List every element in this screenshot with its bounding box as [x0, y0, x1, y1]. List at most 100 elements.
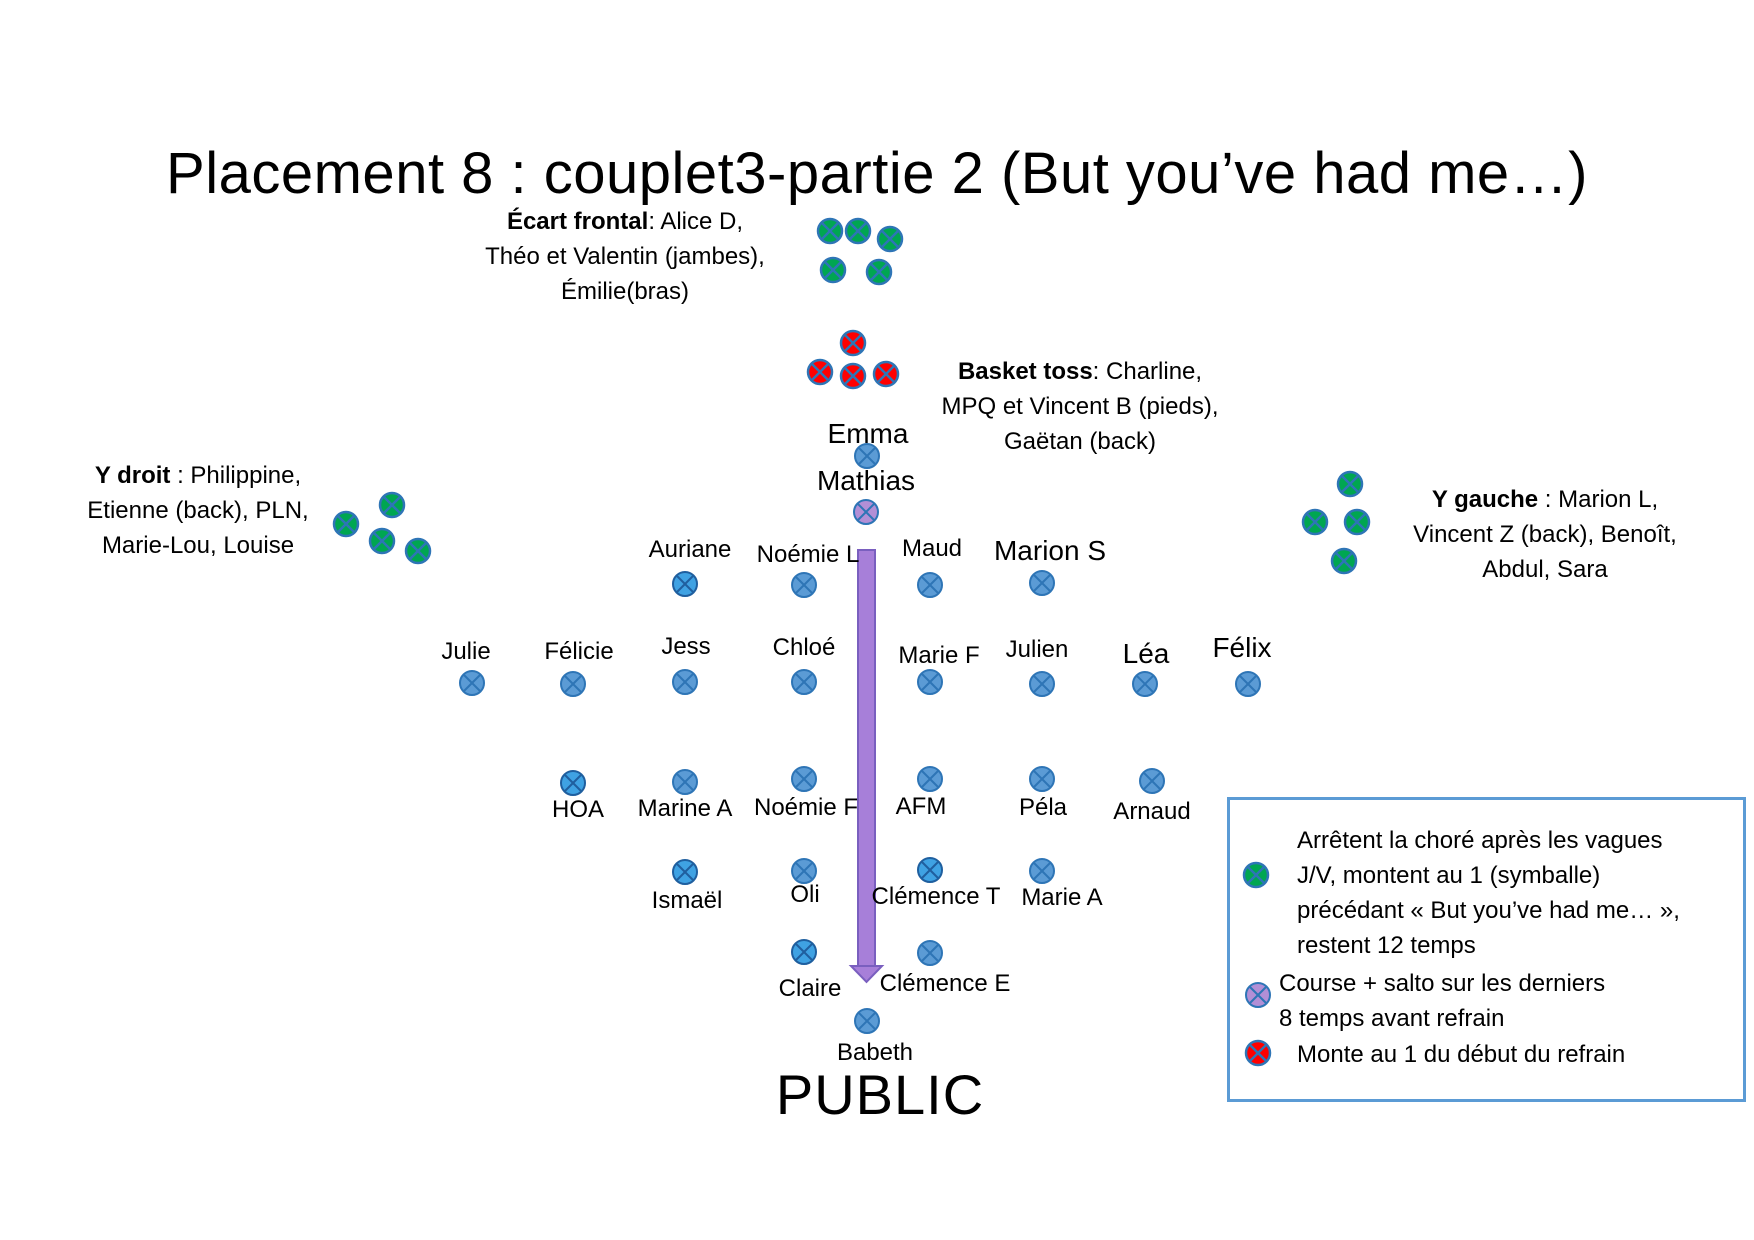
y-droit-line3: Marie-Lou, Louise [101, 532, 295, 559]
dancer-name: Marie A [1021, 884, 1103, 911]
dancer-name: Julie [441, 638, 491, 665]
green-x-circle-icon [844, 217, 872, 245]
dancer-name: Oli [790, 881, 820, 908]
blue-x-circle-icon [1029, 766, 1055, 792]
y-droit-line2: Etienne (back), PLN, [87, 497, 309, 524]
purple-x-circle-icon [853, 499, 879, 525]
green-x-circle-icon [1343, 508, 1371, 536]
green-x-circle-icon [1242, 861, 1270, 889]
y-gauche-caption: Y gauche : Marion L, Vincent Z (back), B… [1385, 482, 1705, 587]
dancer-name: Marie F [898, 642, 980, 669]
legend-purple-line: 8 temps avant refrain [1279, 1005, 1505, 1032]
dancer-name: HOA [551, 796, 605, 823]
dancer-name: Noémie F [753, 794, 859, 821]
blue-x-circle-icon [854, 1008, 880, 1034]
legend-red-text: Monte au 1 du début du refrain [1297, 1041, 1626, 1068]
red-x-circle-icon [806, 358, 834, 386]
basket-toss-caption: Basket toss: Charline, MPQ et Vincent B … [900, 354, 1260, 459]
ecart-frontal-caption: Écart frontal: Alice D, Théo et Valentin… [440, 204, 810, 309]
green-x-circle-icon [368, 527, 396, 555]
dancer-name: Clémence T [871, 883, 1001, 910]
blue-x-circle-icon [1029, 671, 1055, 697]
ecart-frontal-line3: Émilie(bras) [560, 278, 689, 305]
dancer-name: Emma [827, 418, 909, 449]
dancer-name: Jess [661, 633, 711, 660]
ecart-frontal-line2: Théo et Valentin (jambes), [485, 243, 765, 270]
y-droit-line1: : Philippine, [170, 462, 302, 489]
green-x-circle-icon [1301, 508, 1329, 536]
blue-x-circle-icon [917, 669, 943, 695]
green-x-circle-icon [819, 256, 847, 284]
blue-x-circle-icon [1029, 858, 1055, 884]
legend-purple-line: Course + salto sur les derniers [1279, 970, 1606, 997]
blue-x-circle-icon [672, 769, 698, 795]
dancer-name: AFM [895, 793, 947, 820]
dancer-name: Claire [778, 975, 842, 1002]
dancer-name: Péla [1018, 794, 1068, 821]
legend-green-line: précédant « But you’ve had me… », [1297, 897, 1680, 924]
blue-x-circle-icon [917, 572, 943, 598]
legend-green-text: Arrêtent la choré après les vagues J/V, … [1297, 823, 1680, 963]
blue-x-circle-icon [791, 858, 817, 884]
audience-label: PUBLIC [775, 1063, 985, 1126]
dancer-name: Félix [1212, 632, 1272, 663]
dancer-name: Babeth [836, 1039, 914, 1066]
dancer-name: Chloé [772, 634, 836, 661]
ecart-frontal-heading: Écart frontal [506, 208, 649, 235]
legend-green-line: restent 12 temps [1297, 932, 1476, 959]
blue-x-circle-icon [791, 572, 817, 598]
y-gauche-line3: Abdul, Sara [1482, 556, 1608, 583]
blue-x-circle-icon [1029, 570, 1055, 596]
green-x-circle-icon [876, 225, 904, 253]
green-x-circle-icon [378, 491, 406, 519]
ecart-frontal-group [816, 217, 904, 286]
y-gauche-line1: : Marion L, [1538, 486, 1659, 513]
dancer-name: Julien [1005, 636, 1069, 663]
blue-x-circle-icon [917, 857, 943, 883]
dancer-name: Clémence E [879, 970, 1011, 997]
green-x-circle-icon [865, 258, 893, 286]
y-droit-group [332, 491, 432, 565]
blue-x-circle-icon [1132, 671, 1158, 697]
blue-x-circle-icon [459, 670, 485, 696]
dancer-name: Félicie [544, 638, 614, 665]
dancer-name: Arnaud [1113, 798, 1191, 825]
blue-x-circle-icon [1235, 671, 1261, 697]
red-x-circle-icon [839, 329, 867, 357]
basket-toss-line3: Gaëtan (back) [1003, 428, 1157, 455]
red-x-circle-icon [872, 360, 900, 388]
y-droit-heading: Y droit [94, 462, 171, 489]
red-x-circle-icon [1244, 1039, 1272, 1067]
blue-x-circle-icon [791, 939, 817, 965]
green-x-circle-icon [816, 217, 844, 245]
red-x-circle-icon [839, 362, 867, 390]
dancer-name: Marion S [993, 535, 1107, 566]
y-gauche-line2: Vincent Z (back), Benoît, [1413, 521, 1677, 548]
blue-x-circle-icon [672, 859, 698, 885]
blue-x-circle-icon [917, 766, 943, 792]
ecart-frontal-line1: : Alice D, [648, 208, 744, 235]
y-gauche-group [1301, 470, 1371, 575]
dancer-name: Mathias [816, 465, 916, 496]
y-gauche-heading: Y gauche [1431, 486, 1539, 513]
green-x-circle-icon [1330, 547, 1358, 575]
dancer-name: Auriane [648, 536, 732, 563]
basket-toss-group [806, 329, 900, 390]
basket-toss-line2: MPQ et Vincent B (pieds), [941, 393, 1219, 420]
green-x-circle-icon [404, 537, 432, 565]
legend-green-line: J/V, montent au 1 (symballe) [1297, 862, 1601, 889]
basket-toss-heading: Basket toss [957, 358, 1093, 385]
purple-x-circle-icon [1245, 982, 1271, 1008]
dancer-name: Marine A [637, 795, 733, 822]
dancer-name: Ismaël [651, 887, 723, 914]
diagram-title: Placement 8 : couplet3-partie 2 (But you… [166, 141, 1588, 206]
blue-x-circle-icon [917, 940, 943, 966]
dancer-name: Maud [901, 535, 963, 562]
blue-x-circle-icon [1139, 768, 1165, 794]
legend-green-line: Arrêtent la choré après les vagues [1297, 827, 1663, 854]
blue-x-circle-icon [560, 671, 586, 697]
dancer-name: Noémie L [756, 541, 860, 568]
dancer-name: Léa [1122, 638, 1170, 669]
blue-x-circle-icon [560, 770, 586, 796]
